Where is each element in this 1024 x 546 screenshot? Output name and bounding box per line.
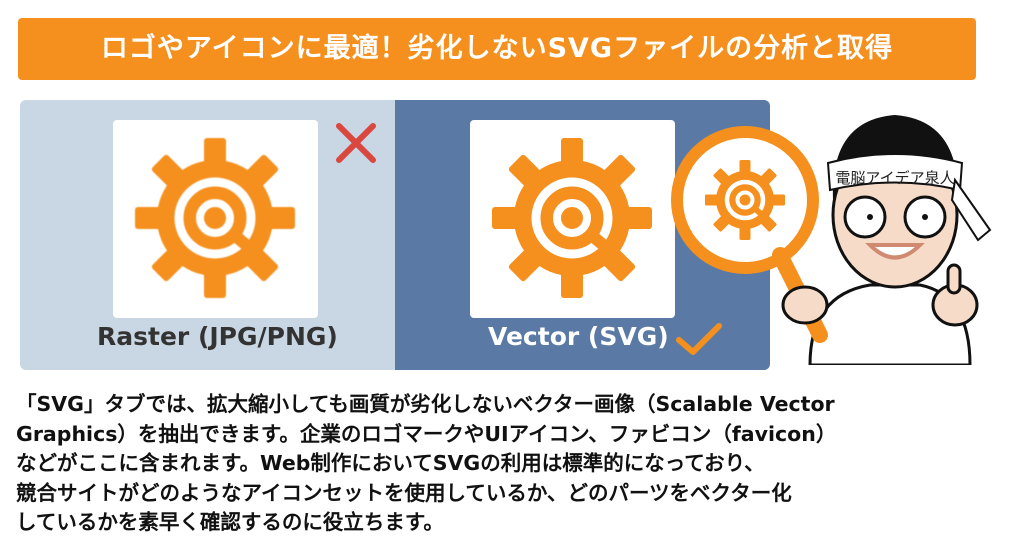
description-line: 競合サイトがどのようなアイコンセットを使用しているか、どのパーツをベクター化	[16, 480, 792, 505]
check-mark-icon	[676, 323, 722, 355]
description-line: しているかを素早く確認するのに役立ちます。	[16, 510, 444, 534]
gear-icon	[135, 138, 295, 298]
raster-image-card	[113, 120, 318, 318]
vector-label: Vector (SVG)	[488, 322, 669, 351]
character-illustration: 電脳アイデア泉人	[671, 115, 992, 365]
vector-image-card	[470, 120, 675, 318]
description-text: 「SVG」タブでは、拡大縮小しても画質が劣化しないベクター画像（Scalable…	[16, 390, 1006, 538]
description-line: Graphics）を抽出できます。企業のロゴマークやUIアイコン、ファビコン（f…	[16, 421, 837, 446]
description-line: 「SVG」タブでは、拡大縮小しても画質が劣化しないベクター画像（Scalable…	[16, 392, 835, 416]
gear-icon	[492, 138, 652, 298]
x-mark-icon	[336, 123, 376, 163]
raster-panel: Raster (JPG/PNG)	[20, 100, 395, 370]
headband-text: 電脳アイデア泉人	[835, 169, 954, 187]
page-title: ロゴやアイコンに最適！劣化しないSVGファイルの分析と取得	[18, 18, 976, 80]
raster-label: Raster (JPG/PNG)	[97, 322, 338, 351]
description-line: などがここに含まれます。Web制作においてSVGの利用は標準的になっており、	[16, 451, 765, 475]
